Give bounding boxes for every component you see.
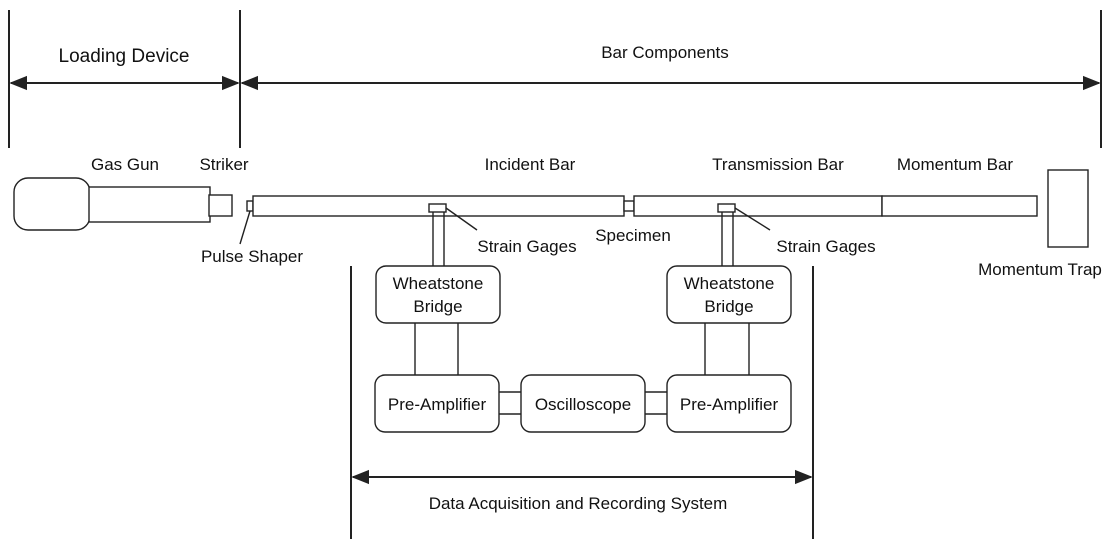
momentum-bar-label: Momentum Bar (897, 155, 1014, 174)
strain-gage-left-leader (445, 207, 478, 231)
daq-label: Data Acquisition and Recording System (429, 494, 728, 513)
gas-gun-label: Gas Gun (91, 155, 159, 174)
bar-components-label: Bar Components (601, 43, 729, 62)
pulse-shaper-label: Pulse Shaper (201, 247, 303, 266)
incident-bar-label: Incident Bar (485, 155, 576, 174)
striker-label: Striker (199, 155, 248, 174)
strain-gage-right (717, 203, 736, 213)
preamp-right (666, 374, 792, 433)
momentum-trap (1047, 169, 1089, 248)
wheatstone-right-line1: Wheatstone (684, 274, 775, 293)
oscilloscope-label: Oscilloscope (535, 395, 631, 414)
wheatstone-bridge-left (375, 265, 501, 324)
oscilloscope (520, 374, 646, 433)
wheatstone-right-line2: Bridge (704, 297, 753, 316)
pulse-shaper (246, 200, 254, 212)
strain-gages-left-label: Strain Gages (477, 237, 576, 256)
preamp-left-label: Pre-Amplifier (388, 395, 487, 414)
gas-gun-barrel (88, 186, 211, 223)
strain-gages-right-label: Strain Gages (776, 237, 875, 256)
specimen-label: Specimen (595, 226, 671, 245)
preamp-left (374, 374, 500, 433)
pulse-shaper-leader (239, 210, 251, 245)
wheatstone-bridge-right (666, 265, 792, 324)
transmission-bar-label: Transmission Bar (712, 155, 844, 174)
momentum-trap-label: Momentum Trap (978, 260, 1102, 279)
specimen (623, 200, 635, 212)
transmission-bar (633, 195, 883, 217)
striker-bar (208, 194, 233, 217)
wheatstone-left-line1: Wheatstone (393, 274, 484, 293)
momentum-bar (881, 195, 1038, 217)
strain-gage-left (428, 203, 447, 213)
strain-gage-right-leader (734, 207, 771, 231)
gas-gun-body (13, 177, 91, 231)
preamp-right-label: Pre-Amplifier (680, 395, 779, 414)
loading-device-label: Loading Device (59, 46, 190, 67)
wheatstone-left-line2: Bridge (413, 297, 462, 316)
